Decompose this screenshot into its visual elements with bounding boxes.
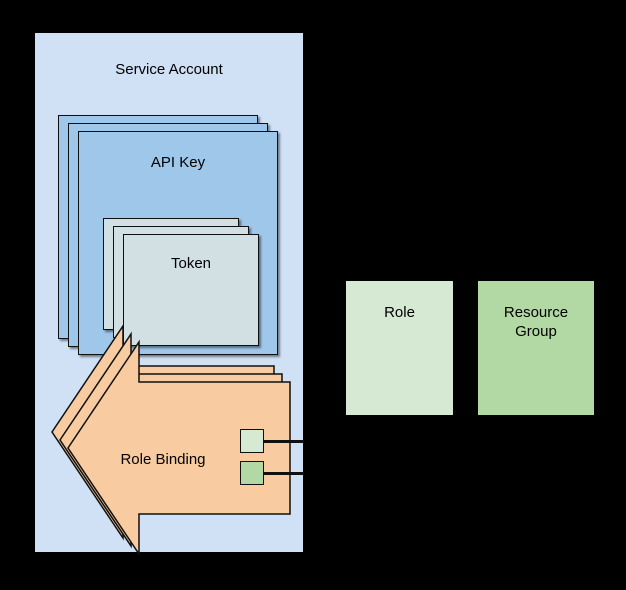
- token-card-front[interactable]: [123, 234, 259, 346]
- role-binding-port-resource-group[interactable]: [240, 461, 264, 485]
- resource-group-box[interactable]: [478, 281, 594, 415]
- role-binding-arrow-shape: [67, 339, 291, 557]
- role-binding-arrow-front[interactable]: [67, 339, 291, 557]
- connector-role-binding-to-resource-group: [263, 472, 304, 475]
- role-box[interactable]: [346, 281, 453, 415]
- connector-role-binding-to-role: [263, 440, 304, 443]
- role-binding-port-role[interactable]: [240, 429, 264, 453]
